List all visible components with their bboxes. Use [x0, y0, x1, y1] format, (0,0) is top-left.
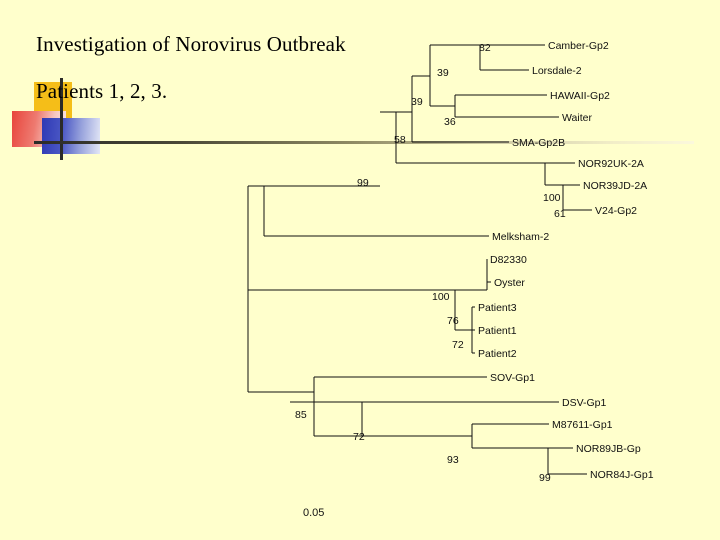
- bootstrap-value: 72: [452, 339, 464, 351]
- taxon-label: SMA-Gp2B: [512, 137, 565, 149]
- decoration-blue-gradient: [42, 118, 100, 154]
- taxon-label: NOR92UK-2A: [578, 158, 644, 170]
- taxon-label: Waiter: [562, 112, 592, 124]
- tree-bootstrap-labels: 82 39 39 36 58 99 100 61 100 76 72 85 72…: [295, 42, 566, 484]
- bootstrap-value: 99: [357, 177, 369, 189]
- taxon-label: Patient3: [478, 302, 517, 314]
- taxon-label: Camber-Gp2: [548, 40, 609, 52]
- taxon-label: NOR89JB-Gp: [576, 443, 641, 455]
- taxon-label: Patient2: [478, 348, 517, 360]
- decoration-horizontal-rule: [34, 141, 694, 144]
- tree-taxon-labels: Camber-Gp2 Lorsdale-2 HAWAII-Gp2 Waiter …: [478, 40, 654, 481]
- bootstrap-value: 61: [554, 208, 566, 220]
- taxon-label: SOV-Gp1: [490, 372, 535, 384]
- slide-title-line-1: Investigation of Norovirus Outbreak: [36, 32, 346, 56]
- taxon-label: NOR84J-Gp1: [590, 469, 654, 481]
- taxon-label: Melksham-2: [492, 231, 549, 243]
- bootstrap-value: 76: [447, 315, 459, 327]
- scale-bar-label: 0.05: [303, 507, 324, 519]
- taxon-label: M87611-Gp1: [552, 419, 613, 431]
- bootstrap-value: 72: [353, 431, 365, 443]
- bootstrap-value: 58: [394, 134, 406, 146]
- tree-branch-lines: [247, 44, 592, 475]
- bootstrap-value: 36: [444, 116, 456, 128]
- taxon-label: NOR39JD-2A: [583, 180, 647, 192]
- decoration-vertical-rule: [60, 78, 63, 160]
- bootstrap-value: 39: [437, 67, 449, 79]
- taxon-label: Lorsdale-2: [532, 65, 582, 77]
- bootstrap-value: 93: [447, 454, 459, 466]
- bootstrap-value: 82: [479, 42, 491, 54]
- taxon-label: HAWAII-Gp2: [550, 90, 610, 102]
- bootstrap-value: 100: [543, 192, 561, 204]
- slide-subtitle-line-2: Patients 1, 2, 3.: [36, 79, 168, 103]
- taxon-label: DSV-Gp1: [562, 397, 607, 409]
- bootstrap-value: 99: [539, 472, 551, 484]
- taxon-label: V24-Gp2: [595, 205, 637, 217]
- taxon-label: Patient1: [478, 325, 517, 337]
- taxon-label: D82330: [490, 254, 527, 266]
- bootstrap-value: 39: [411, 96, 423, 108]
- taxon-label: Oyster: [494, 277, 525, 289]
- bootstrap-value: 100: [432, 291, 450, 303]
- bootstrap-value: 85: [295, 409, 307, 421]
